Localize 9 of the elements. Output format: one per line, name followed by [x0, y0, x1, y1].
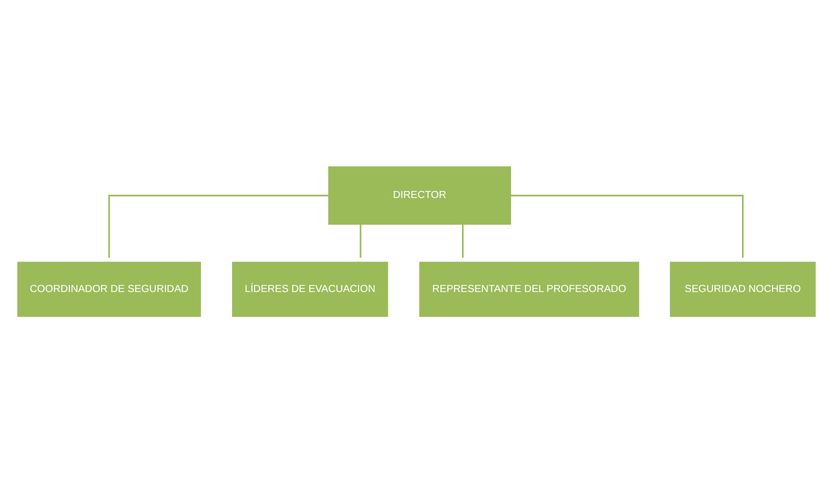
connector — [360, 224, 362, 258]
node-box: LÍDERES DE EVACUACION — [230, 260, 390, 318]
node-box: COORDINADOR DE SEGURIDAD — [16, 260, 202, 318]
connector — [462, 224, 464, 258]
connector — [108, 194, 329, 258]
node-box: SEGURIDAD NOCHERO — [668, 260, 818, 318]
connector — [510, 194, 744, 258]
node-box: REPRESENTANTE DEL PROFESORADO — [418, 260, 641, 318]
node-box: DIRECTOR — [328, 166, 512, 225]
